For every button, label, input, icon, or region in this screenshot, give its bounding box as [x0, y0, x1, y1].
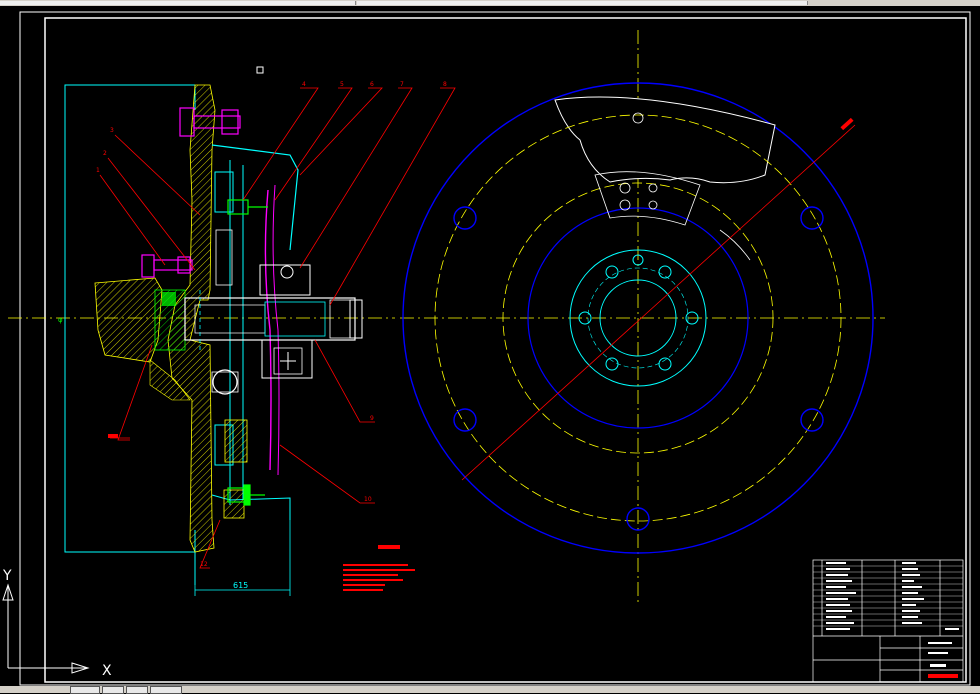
housing-outline — [64, 84, 195, 553]
outer-bolt-holes — [453, 206, 824, 531]
drive-bolts — [227, 199, 268, 506]
title-block-text — [826, 562, 959, 667]
diaphragm-spring — [264, 189, 272, 471]
bolt-circle-outer — [434, 114, 842, 522]
balloon-2: 2 — [103, 150, 107, 157]
pick-box-cursor — [256, 66, 264, 74]
flywheel-outer-circle — [402, 82, 874, 554]
menu-segment[interactable] — [0, 1, 356, 5]
technical-notes — [343, 545, 415, 591]
balloon-9: 9 — [370, 415, 374, 422]
crankshaft-flange — [94, 277, 163, 363]
ucs-x-label: X — [102, 663, 112, 679]
balloon-4: 4 — [302, 81, 306, 88]
balloon-6: 6 — [370, 81, 374, 88]
title-block-logo — [928, 674, 958, 678]
ucs-icon — [2, 583, 90, 674]
release-bearing — [259, 264, 311, 296]
balloon-3: 3 — [110, 127, 114, 134]
dimension-label-height: φ — [58, 316, 63, 324]
drawing-frame-outer — [19, 11, 971, 686]
hub-bolt-holes — [578, 254, 699, 371]
bolt-middle — [141, 254, 193, 278]
drawing-frame-inner — [44, 17, 967, 683]
balloon-10: 10 — [364, 496, 372, 503]
front-view — [400, 30, 885, 605]
ucs-y-label: Y — [2, 568, 12, 584]
broken-out-details — [594, 112, 701, 226]
toolbar-segment[interactable] — [357, 1, 808, 5]
balloon-1: 1 — [96, 167, 100, 174]
layout-tabs-bar — [0, 686, 980, 694]
clutch-cover — [211, 144, 299, 251]
dimension-text-width: 615 — [233, 581, 248, 590]
leader-lines — [99, 87, 456, 569]
title-block — [812, 559, 964, 683]
balloon-12: 12 — [200, 561, 208, 568]
balloon-labels: 1 2 3 4 5 6 7 8 9 10 12 — [96, 81, 447, 568]
drawing-canvas[interactable]: φ — [0, 6, 980, 686]
section-view: φ — [8, 66, 456, 596]
balloon-8: 8 — [443, 81, 447, 88]
balloon-5: 5 — [340, 81, 344, 88]
hub-circle-outer — [569, 249, 707, 387]
diameter-dimension-line — [461, 124, 856, 481]
bolt-top — [179, 107, 241, 137]
broken-out-section — [554, 96, 776, 184]
title-bar — [0, 0, 980, 6]
balloon-7: 7 — [400, 81, 404, 88]
